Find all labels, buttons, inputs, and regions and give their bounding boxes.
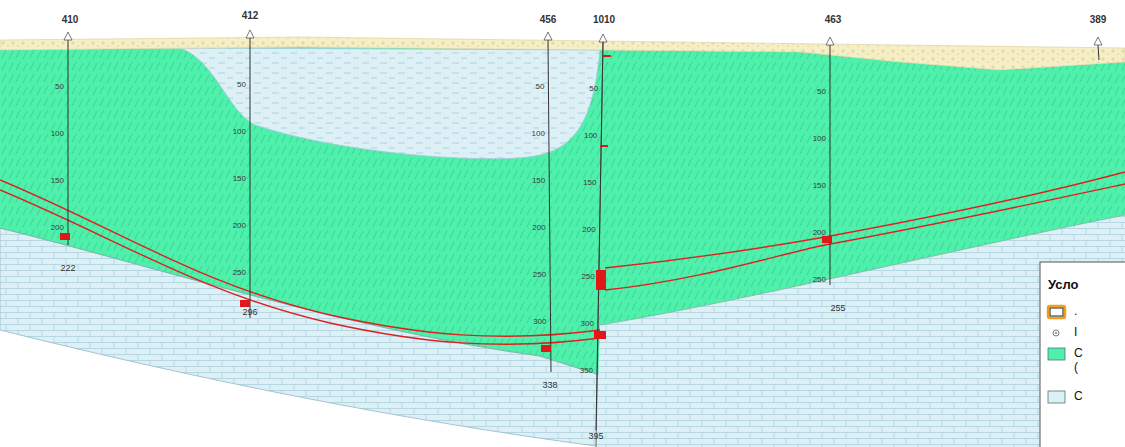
legend-sample <box>1048 306 1065 318</box>
depth-mark: 250 <box>813 276 826 284</box>
depth-mark: 100 <box>51 130 64 138</box>
depth-mark: 150 <box>583 179 596 187</box>
depth-mark: 100 <box>233 128 246 136</box>
legend-sample <box>1048 348 1065 360</box>
borehole-depth: 222 <box>60 264 75 273</box>
borehole-number: 456 <box>540 15 557 25</box>
depth-mark: 300 <box>533 318 546 326</box>
borehole-number: 463 <box>825 15 842 25</box>
depth-mark: 150 <box>532 177 545 185</box>
legend-sample <box>1048 391 1065 403</box>
depth-mark: 150 <box>51 177 64 185</box>
depth-mark: 300 <box>581 320 594 328</box>
legend-text: С <box>1074 390 1086 404</box>
borehole-symbol <box>1053 330 1059 336</box>
depth-mark: 50 <box>237 81 246 89</box>
legend-text: . <box>1074 305 1086 319</box>
legend-sample <box>1053 330 1059 336</box>
depth-mark: 100 <box>813 135 826 143</box>
legend-swatch <box>1048 391 1065 403</box>
depth-mark: 250 <box>233 269 246 277</box>
depth-mark: 50 <box>589 85 598 93</box>
legend-text: С ( <box>1074 347 1086 375</box>
depth-mark: 50 <box>536 83 545 91</box>
depth-mark: 200 <box>582 226 595 234</box>
depth-mark: 50 <box>55 83 64 91</box>
legend-text: I <box>1074 326 1086 340</box>
outline-sample <box>1048 306 1065 318</box>
depth-mark: 150 <box>233 175 246 183</box>
depth-mark: 250 <box>581 273 594 281</box>
depth-mark: 250 <box>533 271 546 279</box>
borehole-number: 1010 <box>593 15 615 25</box>
depth-mark: 100 <box>531 130 544 138</box>
borehole-depth: 255 <box>830 304 845 313</box>
depth-mark: 100 <box>584 132 597 140</box>
depth-mark: 200 <box>813 229 826 237</box>
depth-mark: 200 <box>532 224 545 232</box>
legend-title: Усло <box>1048 278 1079 291</box>
depth-mark: 200 <box>233 222 246 230</box>
depth-mark: 200 <box>51 224 64 232</box>
borehole-number: 412 <box>242 11 259 21</box>
depth-mark: 350 <box>580 367 593 375</box>
borehole-depth: 338 <box>542 381 557 390</box>
borehole-number: 389 <box>1090 15 1107 25</box>
depth-mark: 150 <box>813 182 826 190</box>
legend-swatch <box>1048 348 1065 360</box>
borehole-number: 410 <box>62 15 79 25</box>
borehole-depth: 395 <box>588 432 603 441</box>
borehole-dot <box>1055 332 1057 334</box>
borehole-depth: 296 <box>242 308 257 317</box>
depth-mark: 50 <box>817 88 826 96</box>
outline-inner <box>1050 308 1063 316</box>
